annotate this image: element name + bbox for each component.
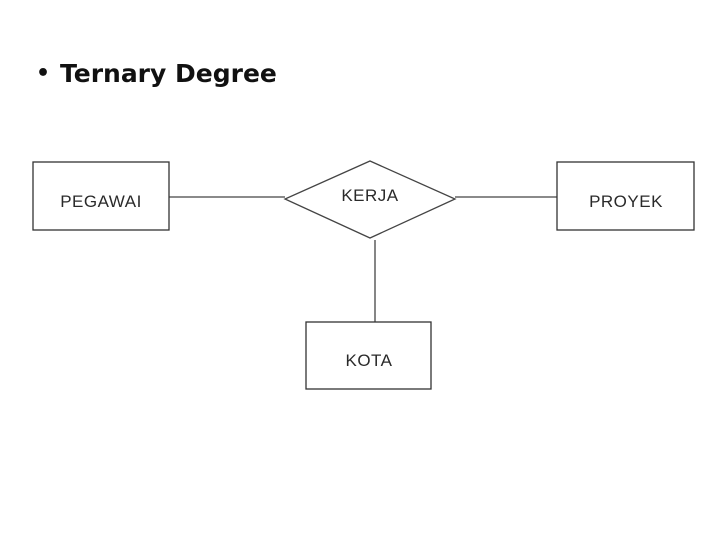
entity-proyek: PROYEK [556, 161, 695, 231]
slide-title: Ternary Degree [60, 58, 277, 88]
slide-title-row: • Ternary Degree [36, 55, 277, 91]
entity-pegawai-label: PEGAWAI [60, 192, 142, 211]
entity-pegawai: PEGAWAI [32, 161, 170, 231]
entity-kota-label: KOTA [345, 351, 392, 370]
relationship-kerja: KERJA [283, 160, 457, 239]
bullet-point: • [36, 60, 51, 86]
entity-kota: KOTA [305, 321, 432, 390]
entity-proyek-label: PROYEK [589, 192, 663, 211]
relationship-kerja-label: KERJA [341, 186, 398, 205]
